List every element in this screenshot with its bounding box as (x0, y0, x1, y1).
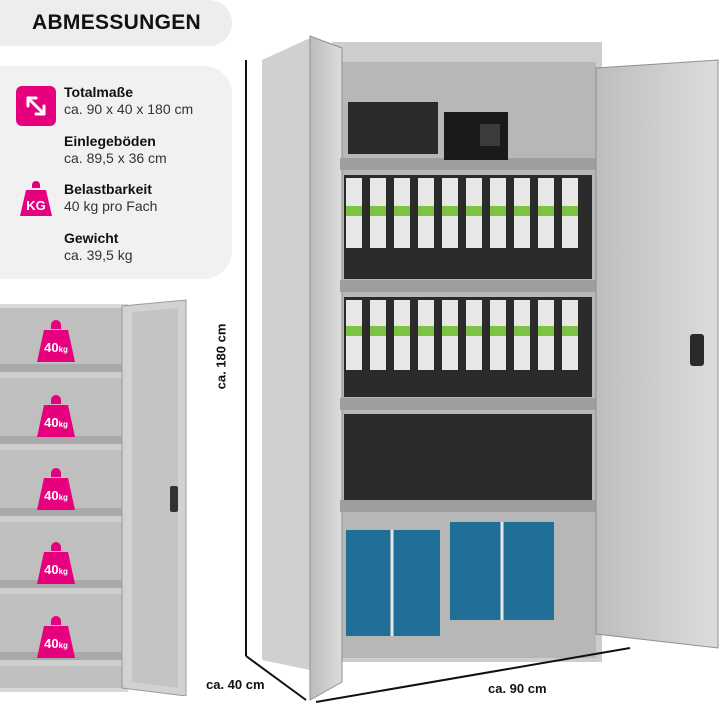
badge-value: 40 (44, 415, 59, 430)
badge-unit: kg (58, 641, 68, 650)
small-cabinet-graphic (0, 299, 187, 697)
spec-value: ca. 89,5 x 36 cm (64, 150, 167, 166)
kg-weight-icon: KG (16, 178, 56, 218)
shelf-load-illustration: 40kg 40kg 40kg 40kg (0, 296, 190, 697)
main-cabinet-graphic (245, 35, 719, 703)
kg-icon-text: KG (26, 198, 46, 213)
badge-value: 40 (44, 340, 59, 355)
spec-weight: Gewicht ca. 39,5 kg (64, 230, 133, 264)
spec-label: Totalmaße (64, 84, 133, 100)
spec-shelves: Einlegeböden ca. 89,5 x 36 cm (64, 133, 167, 167)
spec-label: Gewicht (64, 230, 119, 246)
badge-unit: kg (58, 420, 68, 429)
weight-badge: 40kg (36, 320, 76, 364)
badge-value: 40 (44, 488, 59, 503)
dimension-width-label: ca. 90 cm (488, 681, 547, 696)
weight-badge: 40kg (36, 468, 76, 512)
weight-badge: 40kg (36, 542, 76, 586)
main-cabinet-illustration (240, 30, 720, 707)
spec-value: 40 kg pro Fach (64, 198, 158, 214)
badge-unit: kg (58, 345, 68, 354)
spec-value: ca. 90 x 40 x 180 cm (64, 101, 194, 117)
spec-label: Belastbarkeit (64, 181, 152, 197)
dimension-height-label: ca. 180 cm (213, 323, 229, 390)
badge-value: 40 (44, 562, 59, 577)
spec-value: ca. 39,5 kg (64, 247, 133, 263)
spec-label: Einlegeböden (64, 133, 156, 149)
badge-value: 40 (44, 636, 59, 651)
spec-total-dimensions: Totalmaße ca. 90 x 40 x 180 cm (64, 84, 193, 118)
section-title: ABMESSUNGEN (0, 0, 232, 46)
spec-load-capacity: Belastbarkeit 40 kg pro Fach (64, 181, 157, 215)
resize-diagonal-icon (16, 86, 56, 126)
specs-panel: Totalmaße ca. 90 x 40 x 180 cm Einlegebö… (0, 66, 232, 279)
weight-badge: 40kg (36, 395, 76, 439)
badge-unit: kg (58, 567, 68, 576)
dimension-depth-label: ca. 40 cm (206, 677, 265, 692)
weight-badge: 40kg (36, 616, 76, 660)
badge-unit: kg (58, 493, 68, 502)
section-title-text: ABMESSUNGEN (32, 11, 201, 34)
